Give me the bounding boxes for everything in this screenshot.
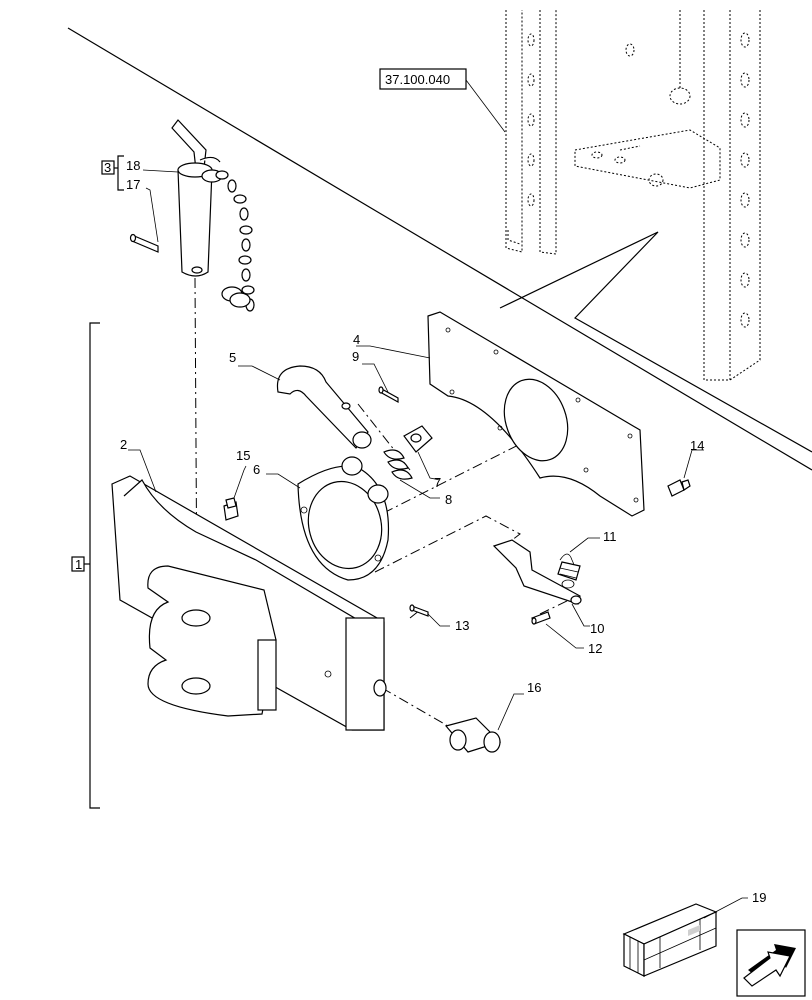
callout-18: 18 <box>126 158 140 173</box>
pin-16 <box>444 693 524 753</box>
spring-8 <box>383 449 440 499</box>
hook-5 <box>238 365 372 449</box>
grease-fitting-15 <box>223 465 247 521</box>
pin-17 <box>129 187 159 253</box>
ring-6 <box>266 456 390 581</box>
reference-link[interactable]: 37.100.040 <box>379 68 506 133</box>
mounting-plate-4 <box>356 311 645 517</box>
hitch-body-2 <box>111 449 387 731</box>
pin-13 <box>409 604 450 627</box>
kit-1-bracket: 1 <box>71 322 100 809</box>
callout-15: 15 <box>236 448 250 463</box>
callout-9: 9 <box>352 349 359 364</box>
callout-7: 7 <box>434 475 441 490</box>
callout-2: 2 <box>120 437 127 452</box>
callout-13: 13 <box>455 618 469 633</box>
ring-bosses <box>341 456 389 504</box>
chain <box>215 170 255 312</box>
pin-12 <box>531 611 584 649</box>
spring-11 <box>557 537 600 589</box>
callout-19: 19 <box>752 890 766 905</box>
callout-14: 14 <box>690 438 704 453</box>
tractor-frame <box>505 10 761 381</box>
section-cut-lines <box>67 27 812 471</box>
callout-11: 11 <box>603 529 617 544</box>
hitch-pin-18 <box>142 119 255 312</box>
bolt-14 <box>667 449 704 497</box>
lever-10 <box>492 539 590 627</box>
kit-1-label: 1 <box>75 557 82 572</box>
pin-9 <box>362 363 399 404</box>
callout-16: 16 <box>527 680 541 695</box>
crate-19 <box>622 897 748 977</box>
callout-5: 5 <box>229 350 236 365</box>
callout-17: 17 <box>126 177 140 192</box>
callout-12: 12 <box>588 641 602 656</box>
latch-7 <box>403 425 441 481</box>
kit-3-label: 3 <box>104 160 111 175</box>
callout-10: 10 <box>590 621 604 636</box>
callout-4: 4 <box>353 332 360 347</box>
reference-number: 37.100.040 <box>385 72 450 87</box>
callout-6: 6 <box>253 462 260 477</box>
kit-3-bracket: 3 <box>101 155 124 191</box>
callout-8: 8 <box>445 492 452 507</box>
next-page-arrow-icon[interactable] <box>736 929 806 997</box>
